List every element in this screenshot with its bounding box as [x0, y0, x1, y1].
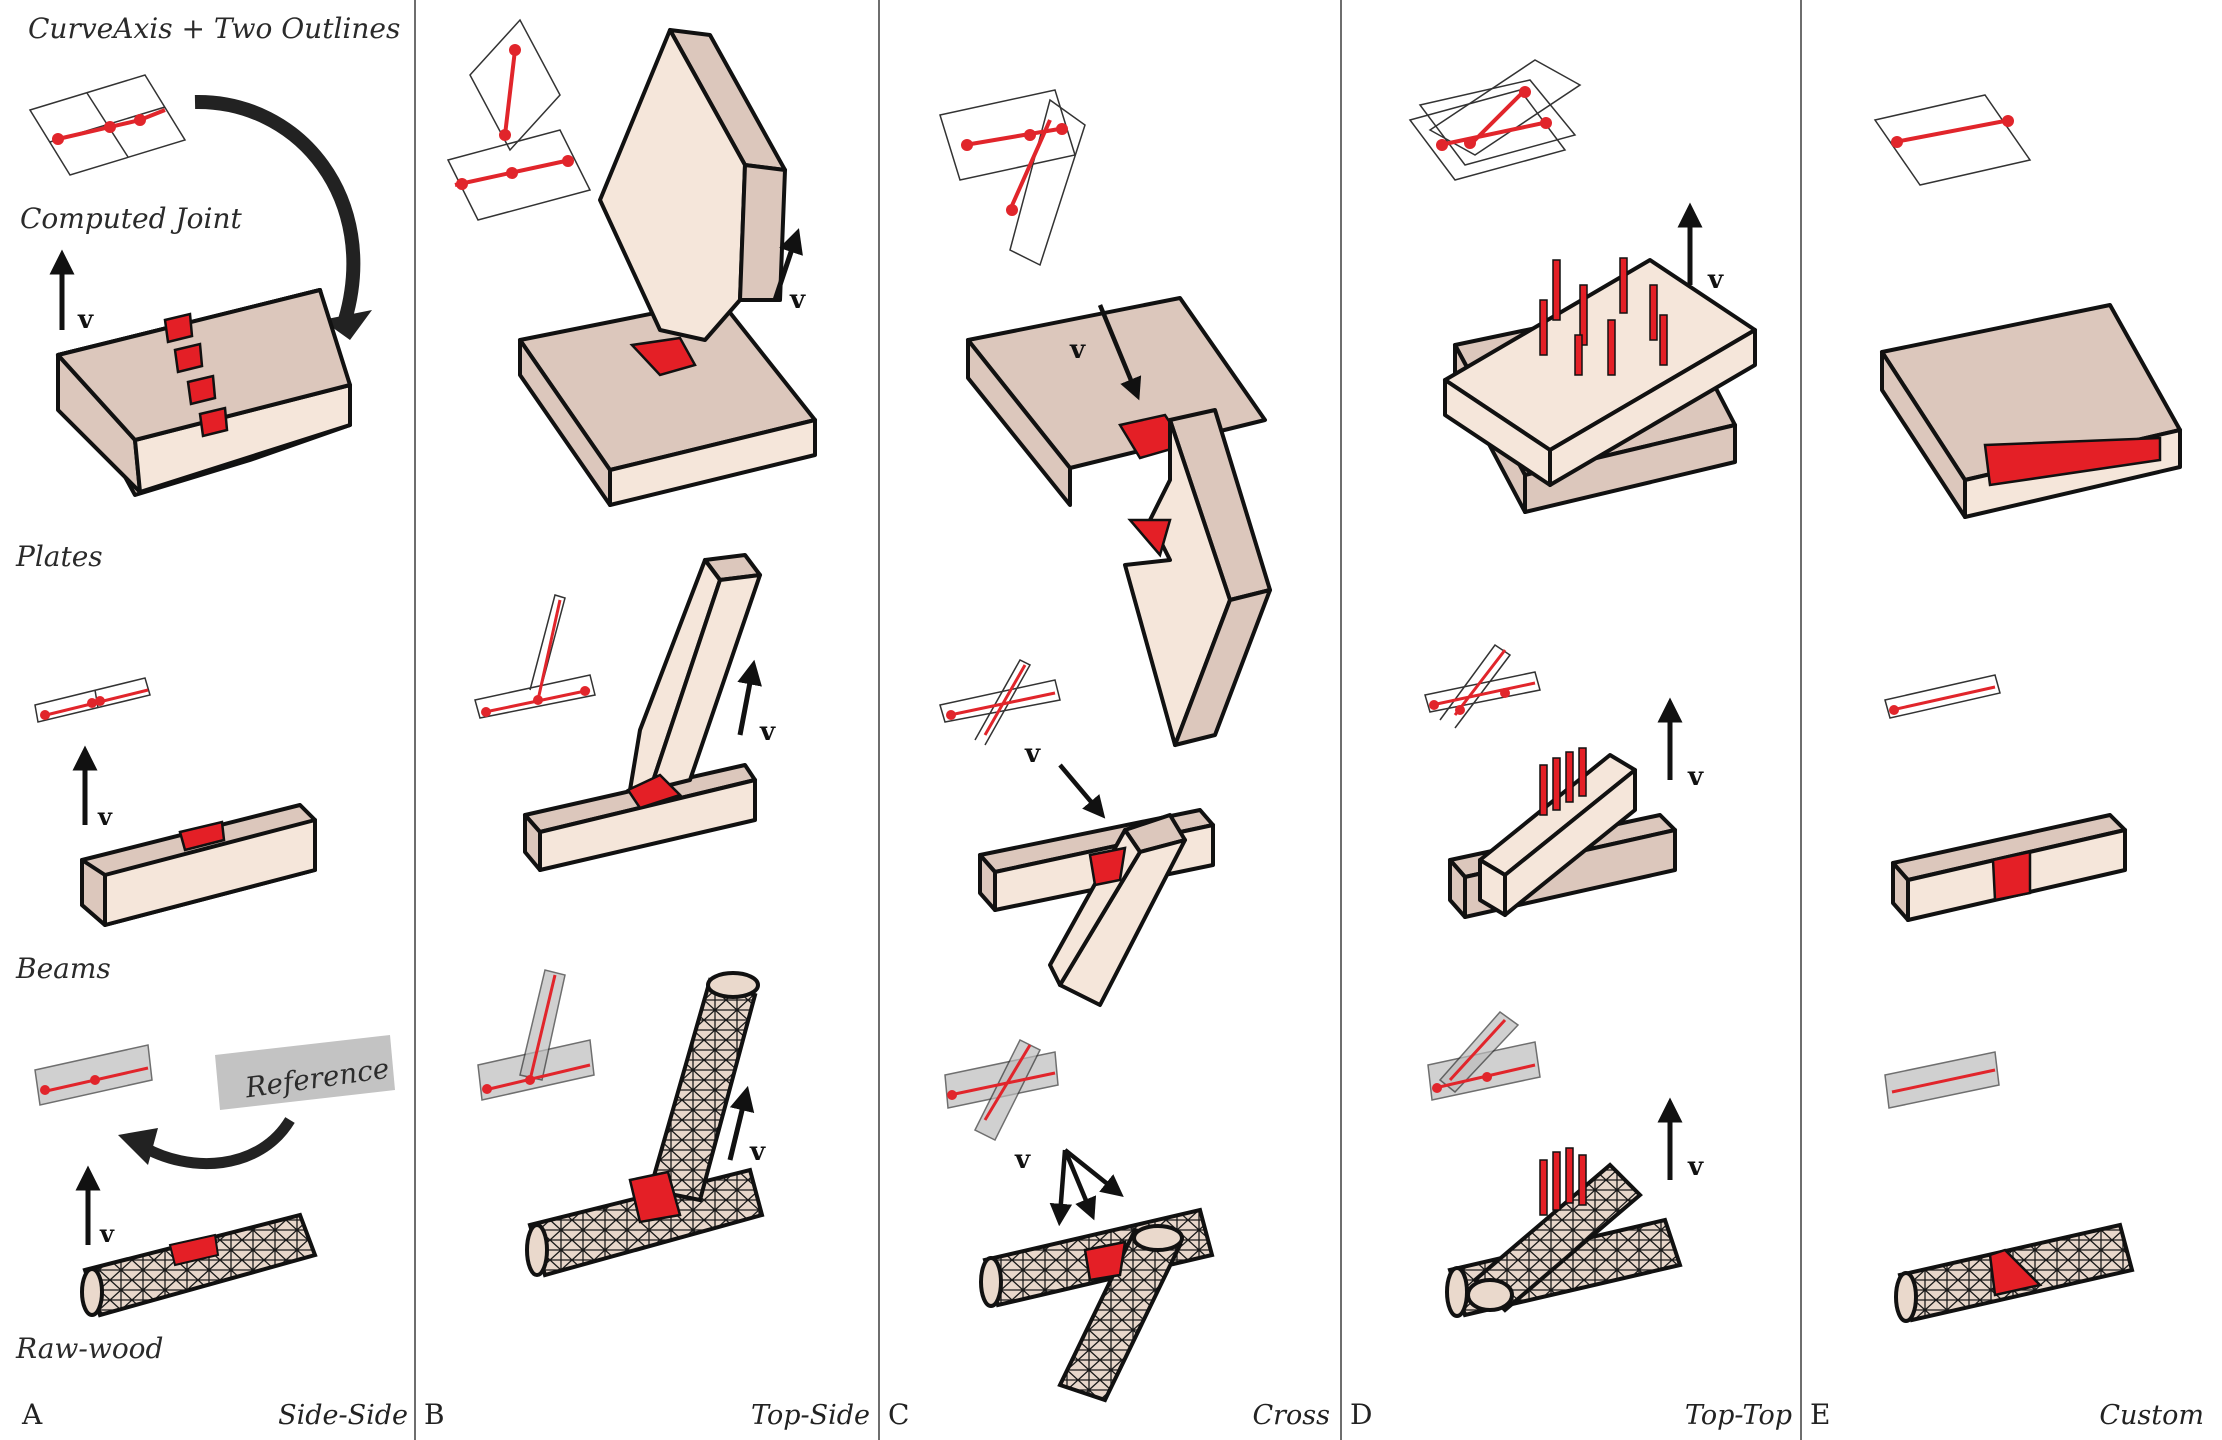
plates-label: Plates — [16, 540, 103, 573]
raw-log-b-standing — [647, 971, 760, 1203]
multi-velocity-arrows — [1049, 1148, 1124, 1227]
axis-red-line — [52, 108, 166, 145]
plate-b-joint — [629, 336, 697, 377]
velocity-label: v — [1014, 1145, 1031, 1175]
velocity-label: v — [77, 305, 94, 335]
axis-icon-c — [939, 89, 1086, 267]
raw-log-a — [80, 1212, 318, 1318]
column-letter-b: B — [424, 1398, 445, 1431]
beam-a-joint — [178, 820, 226, 852]
velocity-arrow — [1097, 304, 1142, 401]
reference-tag — [215, 1035, 395, 1110]
column-letter-a: A — [22, 1398, 43, 1431]
axis-red-d — [1436, 86, 1552, 151]
axis-red-e — [1891, 115, 2014, 148]
raw-wood-label: Raw-wood — [16, 1332, 164, 1365]
raw-log-c-crossing — [1057, 1224, 1184, 1403]
beam-axis-icon-b — [474, 594, 596, 719]
raw-axis-icon — [34, 1044, 153, 1106]
beams-label: Beams — [16, 952, 111, 985]
velocity-label: v — [1024, 739, 1041, 769]
raw-log-d-dowels — [1539, 1147, 1587, 1216]
beam-a — [80, 803, 317, 927]
beam-axis-icon-d — [1424, 643, 1541, 729]
plate-d-dowels — [1539, 257, 1668, 376]
velocity-arrow — [727, 1085, 755, 1161]
velocity-arrow — [737, 659, 762, 736]
raw-log-a-joint — [168, 1233, 220, 1267]
velocity-arrow — [772, 228, 803, 301]
raw-axis-icon-e — [1884, 1051, 2000, 1109]
plate-d-upper — [1443, 258, 1757, 487]
column-divider — [1340, 0, 1342, 1440]
axis-red-c — [961, 119, 1068, 216]
velocity-label: v — [749, 1137, 766, 1167]
plate-c-tilted — [1123, 408, 1272, 747]
beam-d-dowels — [1539, 747, 1587, 816]
raw-log-b-joint — [628, 1170, 682, 1224]
velocity-label: v — [1687, 762, 1704, 792]
velocity-label: v — [789, 285, 806, 315]
column-divider — [1800, 0, 1802, 1440]
column-name-top-side: Top-Side — [751, 1400, 870, 1431]
plate-b-base — [518, 298, 817, 507]
column-name-custom: Custom — [2099, 1400, 2204, 1431]
raw-log-d-upper — [1466, 1162, 1643, 1313]
velocity-label: v — [1687, 1152, 1704, 1182]
axis-point — [1889, 705, 1899, 715]
beam-c-joint — [1088, 846, 1127, 887]
raw-axis-icon-c — [944, 1038, 1059, 1142]
beam-b-standing — [628, 553, 762, 792]
plate-a-joint — [163, 312, 229, 438]
beam-axis-red-b — [481, 599, 591, 717]
beam-e-joint — [1991, 850, 2032, 902]
reference-arrow-head — [118, 1128, 158, 1165]
plate-e — [1880, 303, 2182, 519]
axis-icon-e — [1873, 94, 2032, 186]
column-name-top-top: Top-Top — [1684, 1400, 1792, 1431]
axis-red-b — [454, 44, 574, 190]
raw-axis-icon-d — [1427, 1010, 1541, 1101]
velocity-arrow — [1058, 763, 1106, 819]
column-name-side-side: Side-Side — [278, 1400, 408, 1431]
plate-e-joint — [1983, 436, 2162, 487]
axis-icon-d — [1408, 59, 1582, 181]
beam-axis-icon-c — [939, 659, 1061, 746]
raw-log-e-joint — [1988, 1248, 2043, 1297]
curve-axis-label: CurveAxis + Two Outlines — [28, 12, 401, 45]
velocity-label: v — [759, 717, 776, 747]
velocity-label: v — [1707, 265, 1724, 295]
column-divider — [878, 0, 880, 1440]
beam-axis-red-e — [1891, 685, 1996, 712]
plate-b-standing — [598, 28, 787, 342]
velocity-label: v — [99, 1219, 115, 1248]
raw-axis-icon-b — [477, 969, 595, 1101]
curved-arrow-head — [322, 310, 372, 340]
plate-c-joint-bottom — [1127, 518, 1172, 558]
curved-arrow — [194, 94, 361, 322]
column-divider — [414, 0, 416, 1440]
column-letter-d: D — [1350, 1398, 1373, 1431]
raw-log-c-joint — [1083, 1240, 1127, 1282]
beam-axis-red-d — [1429, 649, 1536, 716]
beam-axis-red — [40, 688, 149, 720]
velocity-label: v — [97, 802, 113, 831]
beam-axis-icon-e — [1884, 674, 2001, 719]
reference-arrow — [137, 1116, 295, 1169]
axis-icon-b — [446, 18, 592, 221]
computed-joint-label: Computed Joint — [20, 202, 242, 235]
column-letter-e: E — [1810, 1398, 1831, 1431]
beam-b-joint — [626, 773, 683, 810]
column-name-cross: Cross — [1252, 1400, 1330, 1431]
beam-axis-red-c — [946, 664, 1056, 736]
velocity-label: v — [1069, 335, 1086, 365]
column-letter-c: C — [888, 1398, 910, 1431]
